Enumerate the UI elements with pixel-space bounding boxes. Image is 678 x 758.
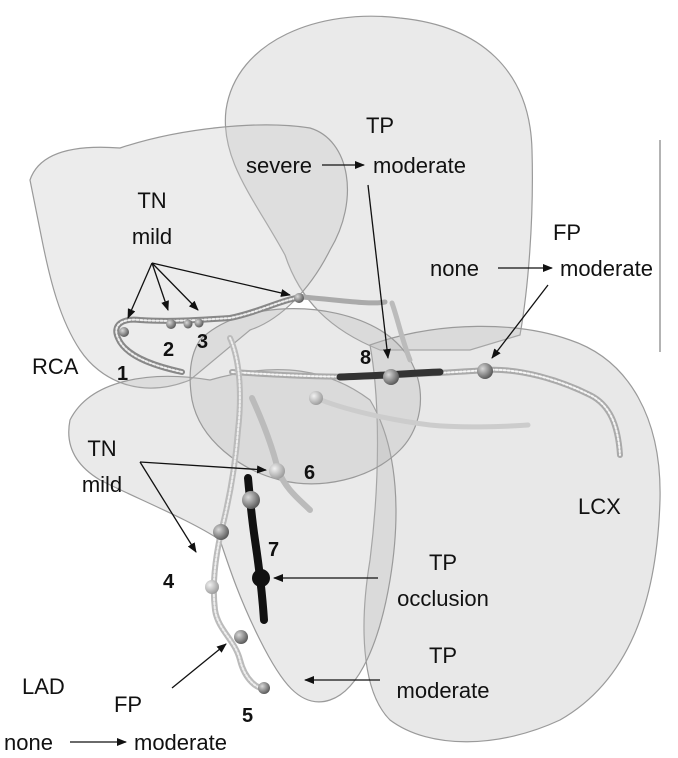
marker-seg5-upper [234,630,248,644]
fp-bottom-category: FP [114,692,142,717]
tp-moderate-severity: moderate [397,678,490,703]
segment-number-7: 7 [268,539,279,561]
tp-occlusion-severity: occlusion [397,586,489,611]
fp-right-to: moderate [560,256,653,281]
fp-right-category: FP [553,220,581,245]
marker-seg7-occlusion [252,569,270,587]
segment-number-5: 5 [242,705,253,727]
tp-top-category: TP [366,113,394,138]
marker-seg4-upper [213,524,229,540]
fp-bottom-from: none [4,730,53,755]
marker-seg4-lower [205,580,219,594]
tn-top-severity: mild [132,224,172,249]
marker-seg1 [119,327,129,337]
segment-number-6: 6 [304,462,315,484]
tp-top-to: moderate [373,153,466,178]
tp-top-from: severe [246,153,312,178]
marker-seg7-upper [242,491,260,509]
fp-bottom-to: moderate [134,730,227,755]
segment-number-2: 2 [163,339,174,361]
segment-number-3: 3 [197,331,208,353]
arrow-fp-bottom-up [172,644,226,688]
marker-seg6 [269,463,285,479]
marker-lcx-distal [477,363,493,379]
vessel-label-lcx: LCX [578,494,621,519]
marker-lcx-branch [309,391,323,405]
marker-seg3b [195,319,204,328]
segment-number-8: 8 [360,347,371,369]
segment-number-4: 4 [163,571,175,593]
marker-seg2 [166,319,176,329]
tn-left-category: TN [87,436,116,461]
tp-moderate-category: TP [429,643,457,668]
fp-right-from: none [430,256,479,281]
marker-seg5-lower [258,682,270,694]
vessel-label-lad: LAD [22,674,65,699]
vessel-label-rca: RCA [32,354,79,379]
marker-seg8 [383,369,399,385]
tn-top-category: TN [137,188,166,213]
marker-seg3a [184,320,193,329]
marker-rca-distal [294,293,304,303]
segment-number-1: 1 [117,363,128,385]
tp-occlusion-category: TP [429,550,457,575]
tn-left-severity: mild [82,472,122,497]
